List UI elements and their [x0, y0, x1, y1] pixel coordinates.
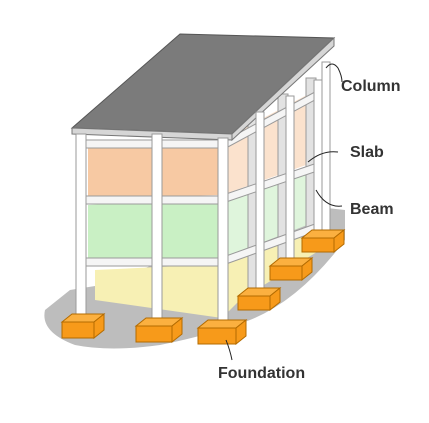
slab-leader — [307, 151, 339, 163]
column — [321, 61, 331, 235]
column — [151, 133, 163, 325]
floor-panel-middle-side — [222, 165, 320, 258]
foundation-footing — [236, 286, 282, 312]
foundation-label: Foundation — [218, 365, 305, 382]
foundation-footing — [134, 316, 184, 344]
beam-label: Beam — [350, 201, 394, 218]
leader-lines — [225, 63, 343, 361]
column — [255, 111, 265, 299]
foundation-footing — [268, 256, 314, 282]
floor-panel-top-side — [222, 88, 320, 195]
foundation-footing — [196, 318, 248, 346]
column — [313, 79, 323, 241]
column — [75, 133, 87, 325]
beam-leader — [315, 189, 343, 207]
column-label: Column — [341, 78, 401, 95]
column — [217, 137, 229, 329]
foundation-footing — [60, 312, 106, 340]
foundation-leader — [225, 339, 233, 361]
column-leader — [325, 63, 343, 83]
slab-label: Slab — [350, 144, 384, 161]
foundation-footing — [300, 228, 346, 254]
column — [285, 95, 295, 269]
